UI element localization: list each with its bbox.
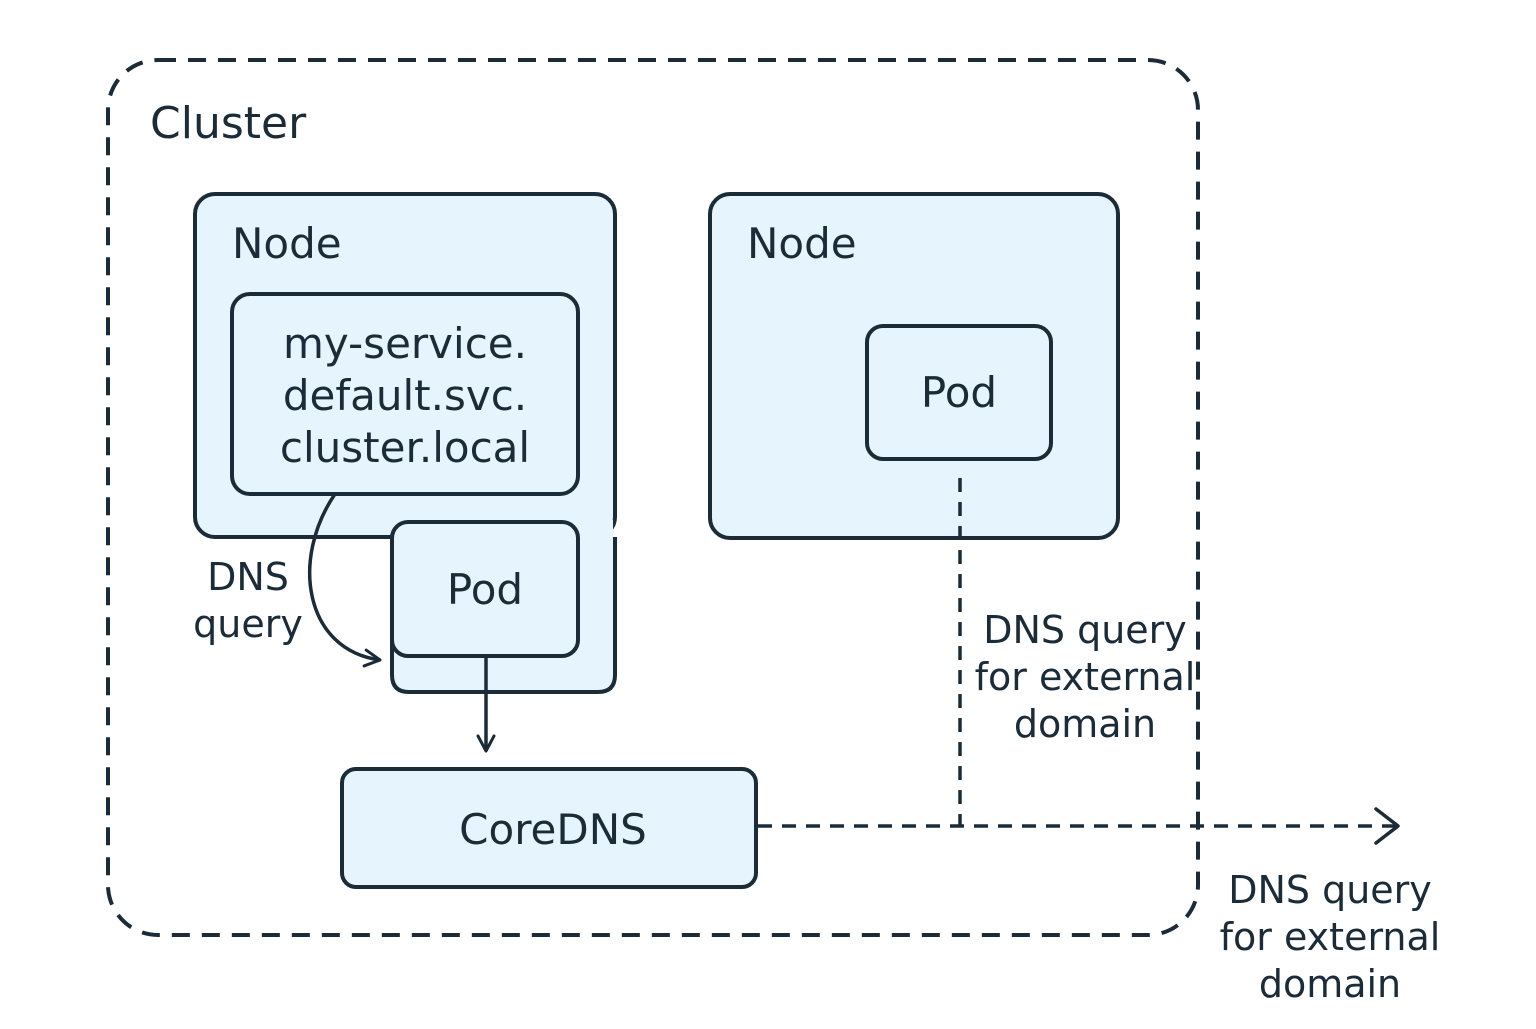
node-right-label: Node	[747, 219, 857, 268]
external-query-dashed-vertical: DNS query for external domain	[958, 478, 1196, 826]
internal-query-label-line-2: query	[193, 602, 303, 646]
external-query-dashed-outbound: DNS query for external domain	[758, 807, 1441, 1006]
external-query-outside-line-2: for external	[1220, 915, 1441, 959]
external-query-inside-line-2: for external	[975, 655, 1196, 699]
external-query-inside-line-1: DNS query	[983, 608, 1187, 652]
cluster-label: Cluster	[150, 98, 307, 149]
cluster-boundary: Cluster	[106, 58, 1200, 937]
external-query-outside-line-3: domain	[1259, 962, 1401, 1006]
node-left-label: Node	[232, 219, 342, 268]
external-query-inside-line-3: domain	[1014, 702, 1156, 746]
service-name-line-2: default.svc.	[283, 371, 527, 420]
pod-right: Pod	[865, 324, 1053, 461]
pod-right-label: Pod	[921, 368, 997, 417]
external-query-outside-line-1: DNS query	[1228, 868, 1432, 912]
service-name-line-3: cluster.local	[280, 423, 530, 472]
pod-left-label: Pod	[447, 565, 523, 614]
service-name-box: my-service. default.svc. cluster.local	[230, 292, 580, 496]
pod-left: Pod	[390, 520, 580, 658]
coredns-label: CoreDNS	[459, 805, 647, 854]
service-name-line-1: my-service.	[283, 319, 527, 368]
internal-dns-query-edge: DNS query	[193, 493, 382, 668]
internal-query-label-line-1: DNS	[207, 555, 289, 599]
coredns-box: CoreDNS	[340, 767, 758, 889]
